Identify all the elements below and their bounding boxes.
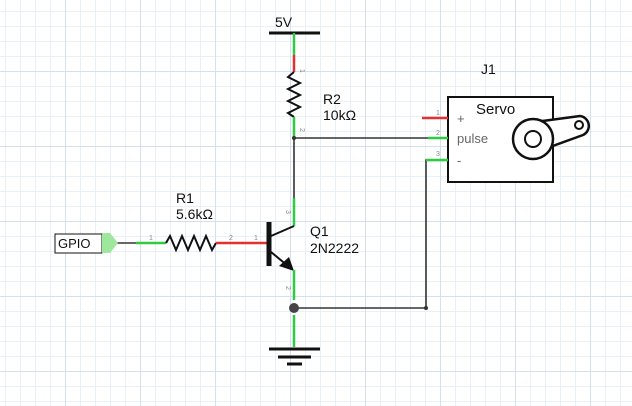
r2-pin2-number: 2 — [298, 128, 305, 132]
junction-emitter-ground — [289, 303, 299, 313]
wires — [116, 137, 428, 309]
j1-label: J1 — [481, 61, 496, 77]
r1-name: R1 — [176, 190, 194, 206]
resistor-r2[interactable]: 1 2 R2 10kΩ — [285, 55, 356, 138]
power-symbol-5v[interactable]: 5V — [269, 14, 320, 55]
r2-name: R2 — [323, 91, 341, 107]
servo-horn-icon — [511, 114, 590, 161]
q1-collector-leg — [270, 225, 295, 237]
junction-r2-pulse — [292, 136, 296, 140]
j1-pin1-number: 1 — [436, 110, 440, 117]
r2-pin1-number: 1 — [298, 69, 305, 73]
j1-pin-plus-label: + — [457, 111, 465, 126]
q1-name: Q1 — [310, 223, 329, 239]
gpio-label: GPIO — [58, 236, 91, 251]
servo-title: Servo — [476, 101, 515, 118]
j1-pin3-number: 3 — [436, 151, 440, 158]
ground-symbol[interactable] — [269, 315, 320, 366]
j1-pin-minus-label: - — [457, 153, 461, 168]
gpio-arrow — [102, 233, 118, 253]
r2-zigzag — [285, 71, 303, 118]
junction-servo-minus — [424, 306, 428, 310]
r2-value: 10kΩ — [323, 107, 356, 123]
r1-value: 5.6kΩ — [176, 206, 213, 222]
servo-connector-j1[interactable]: J1 Servo 1 2 3 + pulse - — [422, 61, 590, 183]
j1-pin2-number: 2 — [436, 130, 440, 137]
power-label: 5V — [275, 14, 293, 30]
transistor-q1[interactable]: 1 2 3 Q1 2N2222 — [254, 198, 359, 300]
q1-pin2-number: 2 — [284, 286, 291, 290]
r1-pin1-number: 1 — [149, 235, 153, 242]
r1-zigzag — [165, 233, 217, 253]
q1-pin1-number: 1 — [254, 235, 258, 242]
q1-pin3-number: 3 — [284, 210, 291, 214]
j1-pin-pulse-label: pulse — [457, 131, 488, 146]
resistor-r1[interactable]: 1 2 R1 5.6kΩ — [136, 190, 268, 253]
gpio-port[interactable]: GPIO — [54, 233, 118, 254]
r1-pin2-number: 2 — [229, 235, 233, 242]
q1-part: 2N2222 — [310, 240, 359, 256]
q1-emitter-arrow — [279, 257, 294, 271]
